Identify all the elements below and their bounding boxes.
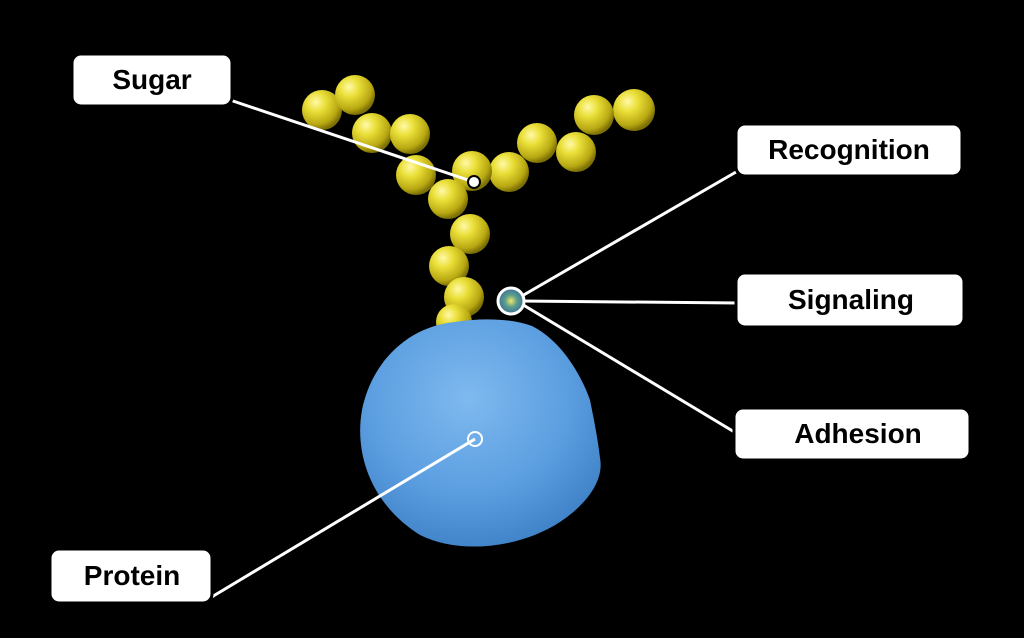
receptor-site-marker — [496, 286, 526, 316]
sugar-chain — [302, 75, 655, 340]
sugar-bead — [574, 95, 614, 135]
sugar-bead — [335, 75, 375, 115]
sugar-label: Sugar — [70, 52, 234, 108]
sugar-bead — [517, 123, 557, 163]
sugar-label-text: Sugar — [112, 64, 191, 95]
adhesion-label: Adhesion — [732, 406, 972, 462]
sugar-callout-line — [229, 98, 475, 184]
sugar-bead — [450, 214, 490, 254]
sugar-bead — [556, 132, 596, 172]
sugar-anchor-marker — [467, 175, 481, 189]
protein-label: Protein — [48, 547, 214, 605]
recognition-label: Recognition — [734, 122, 964, 178]
callout-lines — [209, 98, 739, 600]
sugar-bead — [302, 90, 342, 130]
sugar-bead — [613, 89, 655, 131]
sugar-bead — [489, 152, 529, 192]
sugar-bead — [428, 179, 468, 219]
recognition-callout-line — [514, 170, 737, 302]
protein-blob — [360, 319, 601, 547]
sugar-bead — [452, 151, 492, 191]
signaling-label-text: Signaling — [788, 284, 914, 315]
adhesion-callout-line — [519, 301, 737, 435]
protein-anchor-marker — [467, 431, 483, 447]
recognition-label-text: Recognition — [768, 134, 930, 165]
adhesion-label-text: Adhesion — [794, 418, 922, 449]
sugar-bead — [390, 114, 430, 154]
protein-callout-line — [209, 437, 476, 600]
signaling-label: Signaling — [734, 271, 966, 329]
signaling-callout-line — [519, 299, 739, 305]
sugar-bead — [429, 246, 469, 286]
protein-label-text: Protein — [84, 560, 180, 591]
